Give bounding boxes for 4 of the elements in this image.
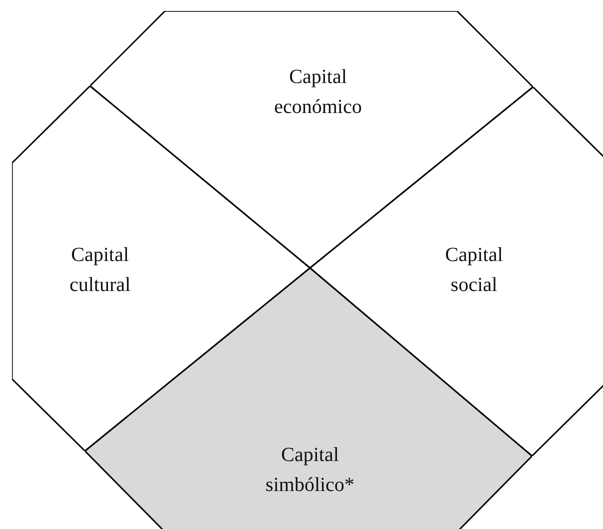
segment-label: Capital simbólico* — [264, 443, 356, 498]
segment-label: Capital social — [444, 243, 504, 298]
segment-label: Capital económico — [273, 65, 363, 120]
segment-label: Capital cultural — [68, 243, 132, 298]
